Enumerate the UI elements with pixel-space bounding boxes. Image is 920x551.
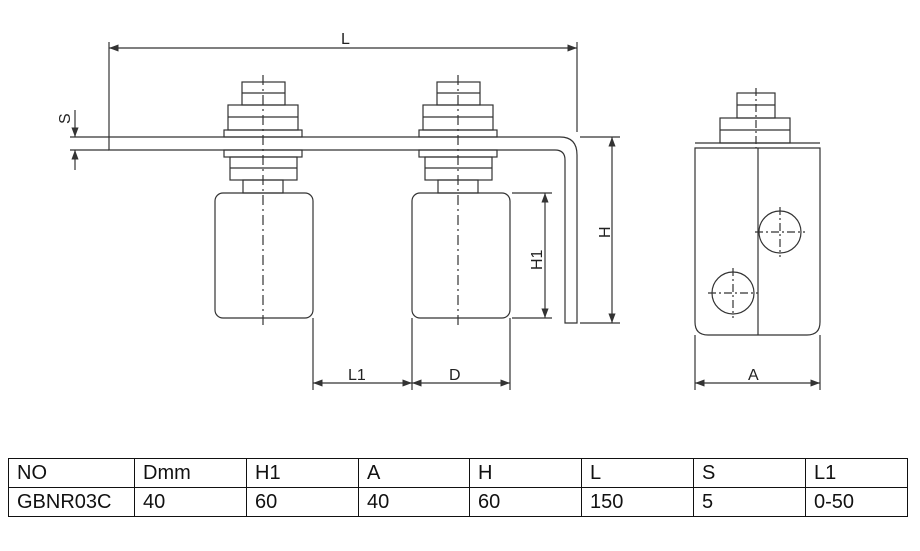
table-row: GBNR03C 40 60 40 60 150 5 0-50: [8, 487, 908, 517]
cell: 150: [581, 487, 694, 517]
dimension-L1-D: [312, 318, 511, 390]
header-cell: S: [693, 458, 806, 488]
table-header-row: NO Dmm H1 A H L S L1: [8, 458, 908, 488]
label-H1: H1: [529, 249, 546, 270]
header-cell: Dmm: [134, 458, 247, 488]
wheel-assembly-left: [214, 75, 314, 325]
dimension-L: [108, 42, 578, 137]
header-cell: L: [581, 458, 694, 488]
header-cell: H: [469, 458, 582, 488]
label-L: L: [341, 31, 350, 48]
spec-table: NO Dmm H1 A H L S L1 GBNR03C 40 60 40 60…: [8, 458, 908, 517]
header-cell: L1: [805, 458, 908, 488]
dimension-A: [694, 335, 821, 390]
dimension-H1: [512, 192, 552, 319]
technical-drawing: L S H H1 L1 D A: [57, 31, 821, 390]
dimension-S: [70, 110, 109, 170]
header-cell: H1: [246, 458, 359, 488]
cell: 40: [358, 487, 470, 517]
cell: 40: [134, 487, 247, 517]
header-cell: A: [358, 458, 470, 488]
header-cell: NO: [8, 458, 135, 488]
wheel-assembly-right: [411, 75, 511, 325]
label-H: H: [597, 226, 614, 238]
label-A: A: [748, 367, 759, 384]
cell: GBNR03C: [8, 487, 135, 517]
label-S: S: [57, 113, 74, 124]
label-D: D: [449, 367, 461, 384]
cell: 60: [469, 487, 582, 517]
cell: 60: [246, 487, 359, 517]
angle-bracket: [108, 136, 578, 324]
label-L1: L1: [348, 367, 366, 384]
side-view: [694, 88, 821, 336]
cell: 0-50: [805, 487, 908, 517]
dimension-H: [580, 136, 620, 324]
cell: 5: [693, 487, 806, 517]
